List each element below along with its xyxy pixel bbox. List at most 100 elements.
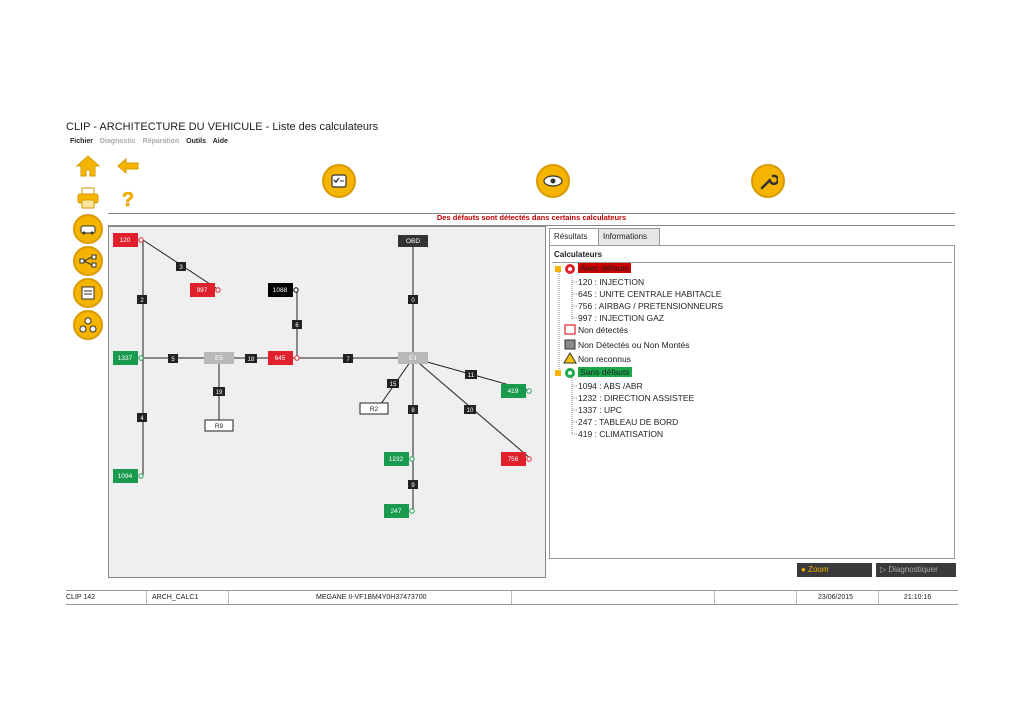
ecu-node-1232[interactable]: 1232 xyxy=(384,452,415,466)
group-non-montes[interactable]: Non Détectés ou Non Montés xyxy=(578,340,690,350)
group-avec-defauts[interactable]: Avec défauts xyxy=(578,263,631,273)
ecu-node-1337[interactable]: 1337 xyxy=(113,351,144,365)
printer-icon[interactable] xyxy=(75,185,101,211)
connections-icon xyxy=(79,317,97,333)
group-non-detectes[interactable]: Non détectés xyxy=(578,325,629,335)
window-title: CLIP - ARCHITECTURE DU VEHICULE - Liste … xyxy=(66,121,379,133)
svg-text:?: ? xyxy=(122,189,134,211)
column-header: Calculateurs xyxy=(552,248,952,263)
link-label: 7 xyxy=(343,354,353,363)
network-button[interactable] xyxy=(73,246,103,276)
node-r9[interactable]: R9 xyxy=(204,419,234,432)
wrench-icon xyxy=(760,174,778,190)
ecu-node-1094[interactable]: 1094 xyxy=(113,469,144,483)
result-item[interactable]: 1094 : ABS /ABR xyxy=(578,381,643,391)
link-label: 18 xyxy=(245,354,257,363)
menu-bar: Fichier Diagnostic Réparation Outils Aid… xyxy=(70,138,233,145)
result-item[interactable]: 756 : AIRBAG / PRETENSIONNEURS xyxy=(578,301,724,311)
svg-text:19: 19 xyxy=(216,390,223,396)
not-detected-icon xyxy=(564,324,576,335)
node-r2[interactable]: R2 xyxy=(359,402,389,415)
vehicle-eye-icon xyxy=(543,175,563,187)
menu-outils[interactable]: Outils xyxy=(186,138,207,145)
ecu-node-419[interactable]: 419 xyxy=(501,384,532,398)
svg-text:R2: R2 xyxy=(370,406,379,413)
ecu-node-997[interactable]: 997 xyxy=(190,283,221,297)
connections-button[interactable] xyxy=(73,310,103,340)
svg-text:8: 8 xyxy=(411,408,415,414)
svg-text:645: 645 xyxy=(275,355,286,362)
link-label: 8 xyxy=(408,405,418,414)
wrench-button[interactable] xyxy=(751,164,785,198)
document-button[interactable] xyxy=(73,278,103,308)
link-label: 3 xyxy=(176,262,186,271)
svg-text:6: 6 xyxy=(295,323,299,329)
svg-text:997: 997 xyxy=(197,287,208,294)
tab-resultats[interactable]: Résultats xyxy=(549,228,599,246)
menu-aide[interactable]: Aide xyxy=(212,138,228,145)
svg-text:1088: 1088 xyxy=(273,287,288,294)
car-ecu-icon xyxy=(80,225,96,235)
svg-text:10: 10 xyxy=(467,408,474,414)
document-icon xyxy=(81,286,95,300)
svg-text:4: 4 xyxy=(140,416,144,422)
diagram-svg: 2 3 4 5 6 0 7 8 9 10 11 15 18 19 120 997… xyxy=(113,233,532,518)
link-label: 10 xyxy=(464,405,476,414)
svg-text:3: 3 xyxy=(179,265,183,271)
warning-icon xyxy=(563,352,577,364)
link-label: 6 xyxy=(292,320,302,329)
ecu-node-1088[interactable]: 1088 xyxy=(268,283,299,297)
svg-text:419: 419 xyxy=(508,388,519,395)
ecu-node-247[interactable]: 247 xyxy=(384,504,415,518)
diagnose-button[interactable]: ▷ Diagnostiquer xyxy=(876,563,956,577)
result-item[interactable]: 645 : UNITE CENTRALE HABITACLE xyxy=(578,289,722,299)
menu-reparation[interactable]: Réparation xyxy=(142,138,180,145)
bus-node-e5[interactable]: E5 xyxy=(204,352,234,364)
status-bar: CLIP 142 ARCH_CALC1 MEGANE II-VF1BM4Y0H3… xyxy=(66,590,958,605)
svg-text:756: 756 xyxy=(508,456,519,463)
expand-icon xyxy=(555,266,561,272)
result-item[interactable]: 997 : INJECTION GAZ xyxy=(578,313,664,323)
vehicle-eye-button[interactable] xyxy=(536,164,570,198)
link-label: 9 xyxy=(408,480,418,489)
checklist-button[interactable] xyxy=(322,164,356,198)
link-label: 5 xyxy=(168,354,178,363)
diagnose-label: Diagnostiquer xyxy=(888,565,938,574)
result-item[interactable]: 247 : TABLEAU DE BORD xyxy=(578,417,679,427)
svg-text:0: 0 xyxy=(411,298,415,304)
menu-diagnostic[interactable]: Diagnostic xyxy=(99,138,136,145)
status-clip-id: CLIP 142 xyxy=(66,594,96,601)
car-ecu-button[interactable] xyxy=(73,214,103,244)
result-item[interactable]: 1337 : UPC xyxy=(578,405,622,415)
tab-informations[interactable]: Informations xyxy=(598,228,660,246)
status-date: 23/06/2015 xyxy=(818,594,854,601)
menu-fichier[interactable]: Fichier xyxy=(70,138,93,145)
back-arrow-icon[interactable] xyxy=(115,153,141,179)
expand-icon xyxy=(555,370,561,376)
svg-text:2: 2 xyxy=(140,298,144,304)
result-item[interactable]: 1232 : DIRECTION ASSISTEE xyxy=(578,393,695,403)
svg-text:120: 120 xyxy=(120,237,131,244)
obd-connector[interactable]: OBD xyxy=(398,235,428,247)
checklist-icon xyxy=(331,174,347,188)
zoom-button[interactable]: ● Zoom xyxy=(797,563,872,577)
status-time: 21:10:16 xyxy=(904,594,932,601)
result-item[interactable]: 419 : CLIMATISATION xyxy=(578,429,664,439)
help-icon[interactable]: ? xyxy=(115,185,141,212)
ecu-node-756[interactable]: 756 xyxy=(501,452,532,466)
svg-text:1094: 1094 xyxy=(118,473,133,480)
result-item[interactable]: 120 : INJECTION xyxy=(578,277,645,287)
svg-text:1232: 1232 xyxy=(389,456,404,463)
ecu-node-120[interactable]: 120 xyxy=(113,233,144,247)
zoom-label: Zoom xyxy=(808,565,829,574)
group-non-reconnus[interactable]: Non reconnus xyxy=(578,354,631,364)
svg-text:15: 15 xyxy=(390,382,397,388)
link-label: 19 xyxy=(213,387,225,396)
group-sans-defauts[interactable]: Sans défauts xyxy=(578,367,632,377)
ecu-node-645[interactable]: 645 xyxy=(268,351,300,365)
link-label: 4 xyxy=(137,413,147,422)
svg-text:247: 247 xyxy=(391,508,402,515)
home-icon[interactable] xyxy=(75,153,101,179)
svg-text:OBD: OBD xyxy=(406,238,420,245)
bus-node-e1[interactable]: E1 xyxy=(398,352,428,364)
